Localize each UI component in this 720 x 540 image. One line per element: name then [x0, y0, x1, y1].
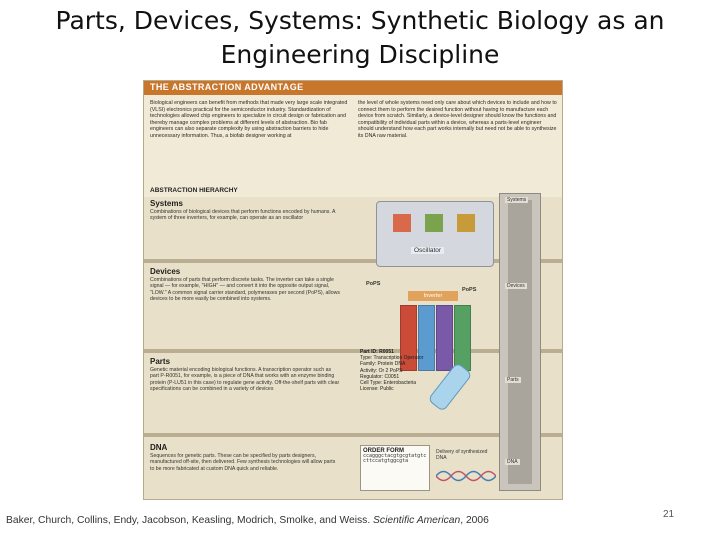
dna-sequence: ccagggctacgtgcgtatgtccttccatgtggcgta	[363, 453, 427, 465]
pops-input-label: PoPS	[366, 281, 381, 287]
datasheet-line: Activity: Or 2 PoPS	[360, 367, 403, 374]
slide-title: Parts, Devices, Systems: Synthetic Biolo…	[20, 4, 700, 72]
pops-output-label: PoPS	[462, 287, 477, 293]
citation-authors: Baker, Church, Collins, Endy, Jacobson, …	[6, 515, 374, 526]
level-name-devices: Devices	[150, 267, 181, 276]
floor-label-systems: Systems	[505, 197, 529, 203]
level-desc-devices: Combinations of parts that perform discr…	[150, 277, 340, 303]
level-name-dna: DNA	[150, 443, 168, 452]
inverter-block	[393, 214, 411, 232]
order-form-title: ORDER FORM	[363, 448, 404, 454]
datasheet-line: Cell Type: Enterobacteria	[360, 380, 417, 387]
devices-band	[144, 263, 562, 349]
figure-header: THE ABSTRACTION ADVANTAGE	[150, 82, 304, 92]
level-desc-parts: Genetic material encoding biological fun…	[150, 367, 340, 393]
datasheet-line: Family: Protein DNA	[360, 361, 406, 368]
floor-divider	[144, 349, 562, 353]
part-bar	[418, 305, 435, 371]
floor-label-parts: Parts	[505, 377, 521, 383]
dna-helix-icon	[436, 470, 496, 482]
oscillator-circuit	[389, 212, 481, 242]
title-line-1: Parts, Devices, Systems: Synthetic Biolo…	[55, 6, 665, 35]
title-line-2: Engineering Discipline	[220, 40, 500, 69]
hierarchy-title: ABSTRACTION HIERARCHY	[150, 187, 238, 194]
datasheet-line: Part ID: R0051	[360, 349, 394, 355]
parts-band	[144, 353, 562, 433]
part-bar	[400, 305, 417, 371]
page-number: 21	[663, 509, 675, 520]
figure-header-bar: THE ABSTRACTION ADVANTAGE	[144, 81, 562, 95]
abstraction-figure: THE ABSTRACTION ADVANTAGE Biological eng…	[143, 80, 563, 500]
level-desc-systems: Combinations of biological devices that …	[150, 209, 336, 222]
datasheet-line: Regulator: C0051	[360, 373, 400, 380]
citation: Baker, Church, Collins, Endy, Jacobson, …	[6, 515, 489, 526]
part-bar	[454, 305, 471, 371]
datasheet-line: Type: Transcription Operator	[360, 355, 424, 362]
inverter-device-illustration: Inverter	[396, 291, 474, 371]
inverter-tag: Inverter	[408, 291, 458, 301]
citation-journal: Scientific American	[373, 515, 461, 526]
floor-label-dna: DNA	[505, 459, 520, 465]
inverter-block	[425, 214, 443, 232]
order-form: ORDER FORM ccagggctacgtgcgtatgtccttccatg…	[360, 445, 430, 491]
elevator-car-track	[508, 200, 532, 484]
floor-divider	[144, 259, 562, 263]
intro-text-right: the level of whole systems need only car…	[358, 100, 557, 139]
datasheet-line: License: Public	[360, 386, 394, 393]
oscillator-system-illustration: Oscillator	[376, 201, 494, 267]
dna-band	[144, 437, 562, 499]
level-desc-dna: Sequences for genetic parts. These can b…	[150, 453, 336, 472]
level-name-systems: Systems	[150, 199, 183, 208]
inverter-block	[457, 214, 475, 232]
citation-year: , 2006	[460, 515, 489, 526]
level-name-parts: Parts	[150, 357, 171, 366]
part-datasheet: Part ID: R0051 Type: Transcription Opera…	[360, 349, 448, 403]
oscillator-label: Oscillator	[411, 247, 445, 254]
elevator-shaft	[499, 193, 541, 491]
intro-text-left: Biological engineers can benefit from me…	[150, 100, 348, 139]
floor-label-devices: Devices	[505, 283, 527, 289]
part-bar	[436, 305, 453, 371]
floor-divider	[144, 433, 562, 437]
delivery-caption: Delivery of synthesized DNA	[436, 449, 488, 461]
